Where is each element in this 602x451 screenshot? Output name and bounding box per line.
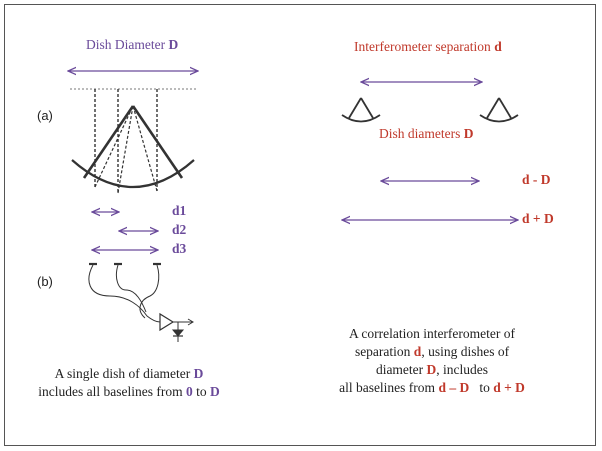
figure-frame — [4, 4, 596, 446]
caption-text: separation — [354, 344, 414, 359]
caption-var-d: d — [413, 344, 422, 359]
caption-var-D: D — [426, 362, 437, 377]
interferometer-separation-title: Interferometer separation d — [354, 39, 502, 55]
separation-var: d — [494, 39, 502, 54]
interferometer-caption-line4: all baselines from d – D to d + D — [312, 380, 552, 396]
single-dish-caption-line2: includes all baselines from 0 to D — [14, 384, 244, 400]
interferometer-caption-line1: A correlation interferometer of — [348, 326, 516, 341]
caption-var-D: D — [193, 366, 204, 381]
caption-var-D: D — [209, 384, 220, 399]
interferometer-caption-line3: diameter D, includes — [322, 362, 542, 378]
output-arrowhead — [187, 318, 194, 326]
caption-text: , includes — [436, 362, 489, 377]
dish-left-figure — [341, 97, 381, 123]
d3-label: d3 — [172, 241, 187, 256]
cable-2 — [115, 264, 147, 313]
dish-diameters-label: Dish diameters — [379, 126, 464, 141]
dish-diameter-label: Dish Diameter — [86, 37, 169, 52]
cable-3 — [139, 264, 160, 319]
label-b: (b) — [37, 274, 53, 289]
caption-text: includes all baselines from — [38, 384, 186, 399]
caption-text: to — [192, 384, 210, 399]
dish-right-reflector — [479, 114, 519, 123]
caption-var-d-plus-D: d + D — [493, 380, 525, 395]
d-minus-D-label: d - D — [522, 172, 551, 187]
d1-label: d1 — [172, 203, 187, 218]
single-dish-figure — [71, 89, 195, 194]
caption-text: , using dishes of — [421, 344, 510, 359]
feed-leg-left — [82, 105, 135, 179]
ray-reflect-3 — [132, 105, 158, 192]
caption-text: A single dish of diameter — [54, 366, 194, 381]
feed-combiner-figure — [88, 262, 194, 342]
caption-var-d-minus-D: d – D — [438, 380, 470, 395]
dish-diameter-title: Dish Diameter D — [86, 37, 178, 53]
caption-text: all baselines from — [339, 380, 439, 395]
dish-right-figure — [479, 97, 519, 123]
separation-label: Interferometer separation — [354, 39, 495, 54]
label-a: (a) — [37, 108, 53, 123]
ray-reflect-1 — [94, 105, 134, 188]
dish-diameters-title: Dish diameters D — [379, 126, 473, 142]
amplifier-triangle — [159, 312, 175, 332]
caption-text: to — [469, 380, 494, 395]
d-plus-D-label: d + D — [522, 211, 554, 226]
detector-diode — [171, 329, 185, 337]
interferometer-caption-line2: separation d, using dishes of — [322, 344, 542, 360]
dish-diameters-var: D — [463, 126, 474, 141]
dish-reflector — [71, 159, 195, 188]
dish-left-reflector — [341, 114, 381, 123]
d2-label: d2 — [172, 222, 187, 237]
caption-text: diameter — [375, 362, 427, 377]
caption-var-0: 0 — [185, 384, 193, 399]
single-dish-caption-line1: A single dish of diameter D — [24, 366, 234, 382]
cable-1 — [88, 264, 161, 323]
dish-diameter-var: D — [168, 37, 179, 52]
